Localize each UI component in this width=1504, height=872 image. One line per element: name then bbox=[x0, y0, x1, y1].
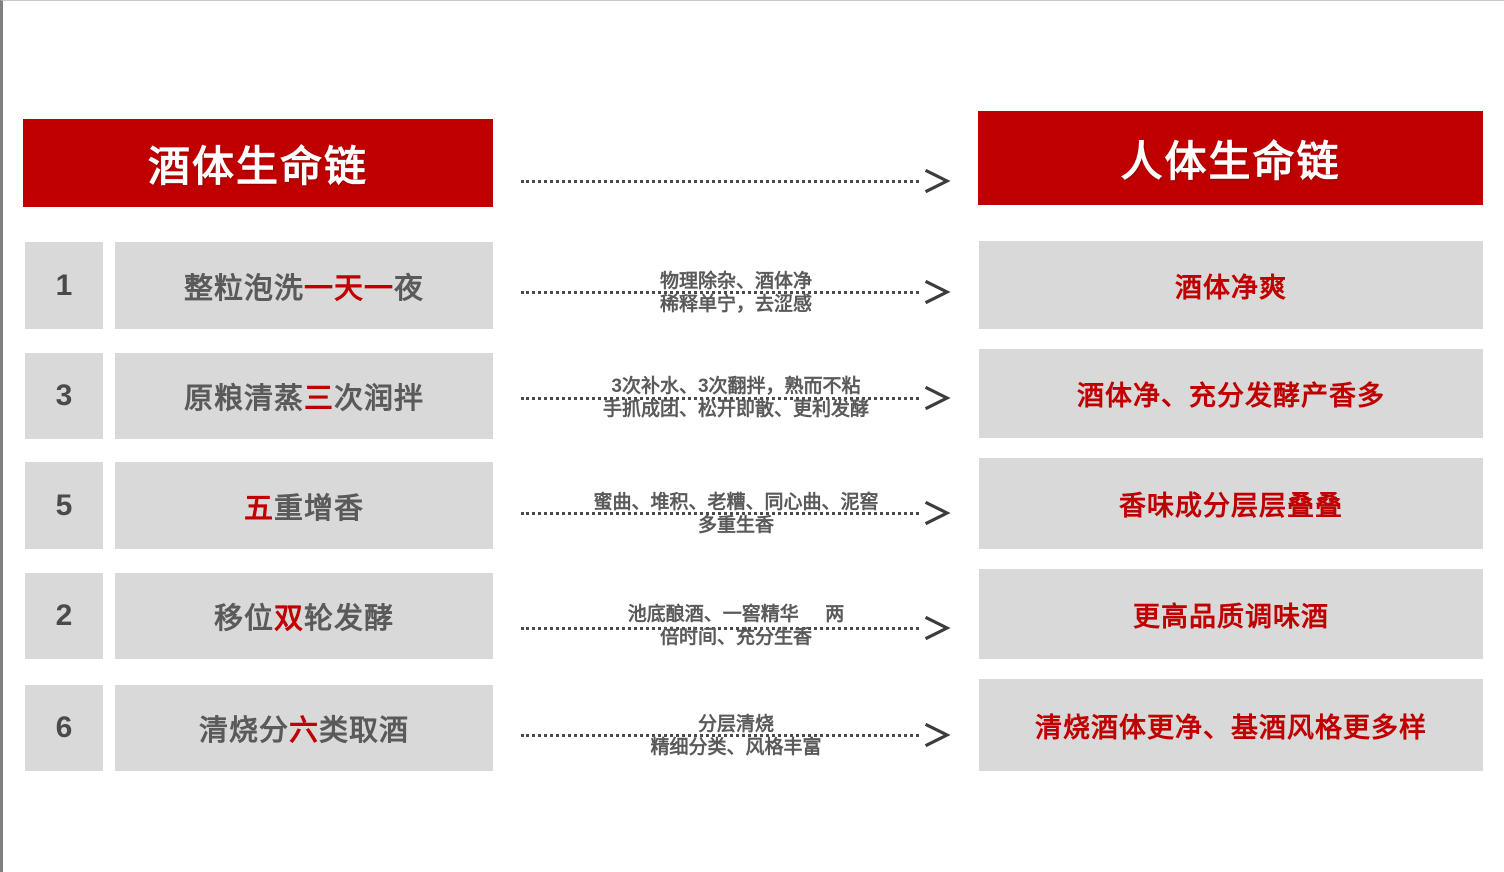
benefit-line-1: 3次补水、3次翻拌，熟而不粘 bbox=[611, 376, 861, 398]
step-number-badge: 6 bbox=[25, 685, 103, 771]
step-label-highlight: 六 bbox=[288, 715, 319, 747]
spacer bbox=[103, 353, 115, 439]
benefit-description-row2: 3次补水、3次翻拌，熟而不粘 手抓成团、松开即散、更利发酵 bbox=[521, 361, 951, 436]
benefit-line-2: 稀释单宁，去涩感 bbox=[659, 293, 812, 315]
arrow-head bbox=[923, 168, 951, 194]
outcome-row[interactable]: 更高品质调味酒 bbox=[979, 569, 1483, 659]
spacer bbox=[103, 685, 115, 771]
step-label-prefix: 原粮清蒸 bbox=[183, 383, 304, 415]
step-number-badge: 3 bbox=[25, 353, 103, 439]
spacer bbox=[103, 242, 115, 329]
step-label-box: 整粒泡洗一天一夜 bbox=[115, 242, 493, 329]
step-label-box: 五重增香 bbox=[115, 462, 493, 549]
step-label-highlight: 双 bbox=[273, 603, 304, 635]
benefit-description-row5: 分层清烧 精细分类、风格丰富 bbox=[521, 699, 951, 774]
step-label-highlight: 五 bbox=[243, 492, 274, 525]
benefit-line-2: 手抓成团、松开即散、更利发酵 bbox=[602, 398, 869, 420]
outcome-row[interactable]: 酒体净爽 bbox=[979, 241, 1483, 329]
benefit-description-row1: 物理除杂、酒体净 稀释单宁，去涩感 bbox=[521, 256, 951, 331]
arrow-head bbox=[923, 722, 951, 748]
step-label-box: 原粮清蒸三次润拌 bbox=[115, 353, 493, 439]
step-label-suffix: 轮发酵 bbox=[304, 603, 395, 635]
dotted-arrow-right-icon-top bbox=[521, 168, 951, 194]
header-banner-left: 酒体生命链 bbox=[23, 119, 493, 207]
benefit-description-row3: 蜜曲、堆积、老糟、同心曲、泥窖 多重生香 bbox=[521, 477, 951, 552]
step-label-highlight: 三 bbox=[303, 383, 334, 415]
outcome-row[interactable]: 酒体净、充分发酵产香多 bbox=[979, 349, 1483, 438]
dotted-arrow-right-icon-row2 bbox=[521, 385, 951, 411]
benefit-line-1: 蜜曲、堆积、老糟、同心曲、泥窖 bbox=[593, 492, 879, 514]
spacer bbox=[103, 573, 115, 659]
step-number-badge: 2 bbox=[25, 573, 103, 659]
arrow-head bbox=[923, 385, 951, 411]
process-row-left[interactable]: 3 原粮清蒸三次润拌 bbox=[25, 353, 493, 439]
process-row-left[interactable]: 2 移位双轮发酵 bbox=[25, 573, 493, 659]
outcome-row[interactable]: 香味成分层层叠叠 bbox=[979, 458, 1483, 549]
process-row-left[interactable]: 1 整粒泡洗一天一夜 bbox=[25, 242, 493, 329]
spacer bbox=[103, 462, 115, 549]
step-label-prefix: 清烧分 bbox=[198, 715, 289, 747]
benefit-description-row4: 池底酿酒、一窖精华 两 倍时间、充分生香 bbox=[521, 589, 951, 664]
arrow-dotted-line bbox=[521, 627, 919, 630]
step-label-prefix: 整粒泡洗 bbox=[183, 272, 304, 305]
step-label-suffix: 类取酒 bbox=[319, 715, 410, 747]
step-number-badge: 5 bbox=[25, 462, 103, 549]
process-row-left[interactable]: 5 五重增香 bbox=[25, 462, 493, 549]
step-label-box: 清烧分六类取酒 bbox=[115, 685, 493, 771]
arrow-head bbox=[923, 279, 951, 305]
arrow-head bbox=[923, 615, 951, 641]
step-label-suffix: 次润拌 bbox=[334, 383, 425, 415]
step-label-box: 移位双轮发酵 bbox=[115, 573, 493, 659]
header-banner-right: 人体生命链 bbox=[978, 111, 1483, 205]
outcome-row[interactable]: 清烧酒体更净、基酒风格更多样 bbox=[979, 679, 1483, 771]
dotted-arrow-right-icon-row4 bbox=[521, 615, 951, 641]
benefit-line-2: 精细分类、风格丰富 bbox=[650, 736, 822, 758]
benefit-line-1: 分层清烧 bbox=[697, 714, 774, 736]
arrow-dotted-line bbox=[521, 734, 919, 737]
step-label-suffix: 重增香 bbox=[274, 492, 365, 525]
arrow-head bbox=[923, 500, 951, 526]
dotted-arrow-right-icon-row3 bbox=[521, 500, 951, 526]
benefit-line-2: 多重生香 bbox=[697, 514, 774, 536]
benefit-line-2: 倍时间、充分生香 bbox=[659, 626, 812, 648]
step-label-highlight: 一天一 bbox=[303, 272, 394, 305]
dotted-arrow-right-icon-row1 bbox=[521, 279, 951, 305]
arrow-dotted-line bbox=[521, 512, 919, 515]
arrow-dotted-line bbox=[521, 397, 919, 400]
step-label-prefix: 移位 bbox=[213, 603, 274, 635]
benefit-line-1: 池底酿酒、一窖精华 两 bbox=[627, 604, 845, 626]
arrow-dotted-line bbox=[521, 180, 919, 183]
benefit-line-1: 物理除杂、酒体净 bbox=[659, 271, 812, 293]
process-row-left[interactable]: 6 清烧分六类取酒 bbox=[25, 685, 493, 771]
arrow-dotted-line bbox=[521, 291, 919, 294]
dotted-arrow-right-icon-row5 bbox=[521, 722, 951, 748]
step-number-badge: 1 bbox=[25, 242, 103, 329]
step-label-suffix: 夜 bbox=[394, 272, 425, 305]
